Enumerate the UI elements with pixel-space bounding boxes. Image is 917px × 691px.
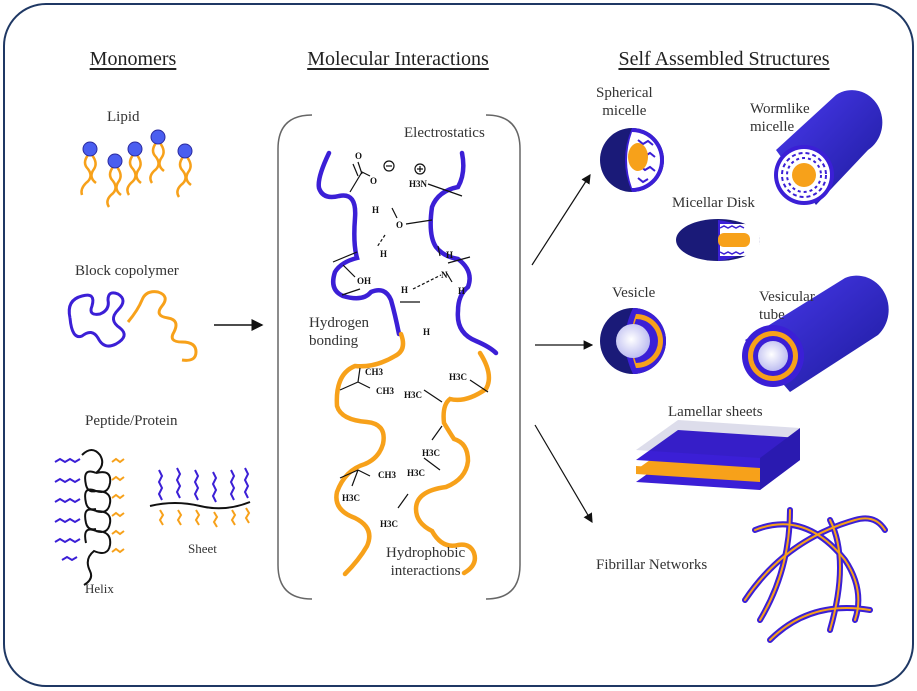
vesicle-illustration — [600, 308, 666, 374]
label-lamellar-sheets: Lamellar sheets — [668, 404, 763, 420]
svg-text:H3C: H3C — [407, 468, 425, 478]
label-fibrillar-networks: Fibrillar Networks — [596, 557, 708, 573]
svg-text:O: O — [355, 151, 362, 161]
chemical-bonds — [332, 161, 489, 509]
frame — [3, 3, 914, 687]
label-electrostatics: Electrostatics — [404, 125, 485, 141]
label-hydrogen-bonding: Hydrogen bonding — [309, 314, 369, 350]
svg-text:N: N — [441, 270, 448, 280]
label-lipid: Lipid — [107, 109, 140, 125]
label-spherical-micelle: Spherical micelle — [596, 84, 653, 120]
label-hydrogen-line2: bonding — [309, 333, 359, 349]
label-sheet: Sheet — [188, 541, 217, 556]
svg-text:H: H — [423, 327, 430, 337]
label-hydrophobic-line2: interactions — [390, 563, 461, 579]
svg-text:H: H — [372, 205, 379, 215]
fibrillar-networks-illustration — [742, 507, 888, 643]
wormlike-micelle-illustration — [774, 90, 883, 205]
lipid-heads — [82, 129, 193, 169]
helix-illustration — [54, 449, 125, 586]
svg-text:O: O — [370, 176, 377, 186]
label-wormlike-line1: Wormlike — [750, 101, 810, 117]
svg-text:CH3: CH3 — [365, 367, 384, 377]
svg-text:H3C: H3C — [422, 448, 440, 458]
polymer-chains — [316, 150, 499, 577]
heading-monomers: Monomers — [89, 48, 177, 70]
svg-text:H3C: H3C — [449, 372, 467, 382]
heading-self-assembled-structures: Self Assembled Structures — [618, 48, 830, 70]
vesicular-tube-illustration — [742, 275, 889, 392]
label-hydrophobic-line1: Hydrophobic — [386, 545, 466, 561]
svg-text:H3N: H3N — [409, 179, 428, 189]
lipid-illustration — [80, 142, 192, 208]
micellar-disk-illustration — [676, 219, 760, 261]
svg-text:CH3: CH3 — [376, 386, 395, 396]
svg-text:H3C: H3C — [380, 519, 398, 529]
block-copolymer-illustration — [67, 290, 198, 362]
heading-molecular-interactions: Molecular Interactions — [307, 48, 489, 70]
arrows-to-structures — [531, 173, 594, 524]
label-spherical-line2: micelle — [602, 103, 647, 119]
label-vesicular-tube: Vesicular tube — [759, 288, 815, 324]
svg-text:H: H — [458, 286, 465, 296]
lamellar-sheets-illustration — [636, 420, 800, 490]
svg-text:H: H — [380, 249, 387, 259]
label-spherical-line1: Spherical — [596, 85, 653, 101]
chemical-labels: O O H3N H O H OH H N H H H CH3 CH3 H3C H… — [342, 151, 467, 529]
svg-text:OH: OH — [357, 276, 371, 286]
label-block-copolymer: Block copolymer — [75, 263, 179, 279]
label-tube-line2: tube — [759, 307, 785, 323]
svg-text:CH3: CH3 — [378, 470, 397, 480]
label-hydrogen-line1: Hydrogen — [309, 315, 369, 331]
label-peptide-protein: Peptide/Protein — [85, 413, 178, 429]
svg-text:H3C: H3C — [404, 390, 422, 400]
svg-text:H: H — [401, 285, 408, 295]
label-hydrophobic-interactions: Hydrophobic interactions — [386, 544, 465, 580]
svg-text:H: H — [446, 250, 453, 260]
label-wormlike-line2: micelle — [750, 119, 795, 135]
svg-text:O: O — [396, 220, 403, 230]
svg-text:H3C: H3C — [342, 493, 360, 503]
label-vesicle: Vesicle — [612, 285, 656, 301]
label-wormlike-micelle: Wormlike micelle — [750, 100, 810, 136]
label-tube-line1: Vesicular — [759, 289, 815, 305]
sheet-illustration — [149, 467, 251, 528]
spherical-micelle-illustration — [600, 128, 664, 192]
label-micellar-disk: Micellar Disk — [672, 195, 755, 211]
label-helix: Helix — [85, 581, 114, 596]
right-bracket — [485, 114, 521, 600]
left-bracket — [277, 114, 313, 600]
charge-symbols — [383, 160, 426, 175]
